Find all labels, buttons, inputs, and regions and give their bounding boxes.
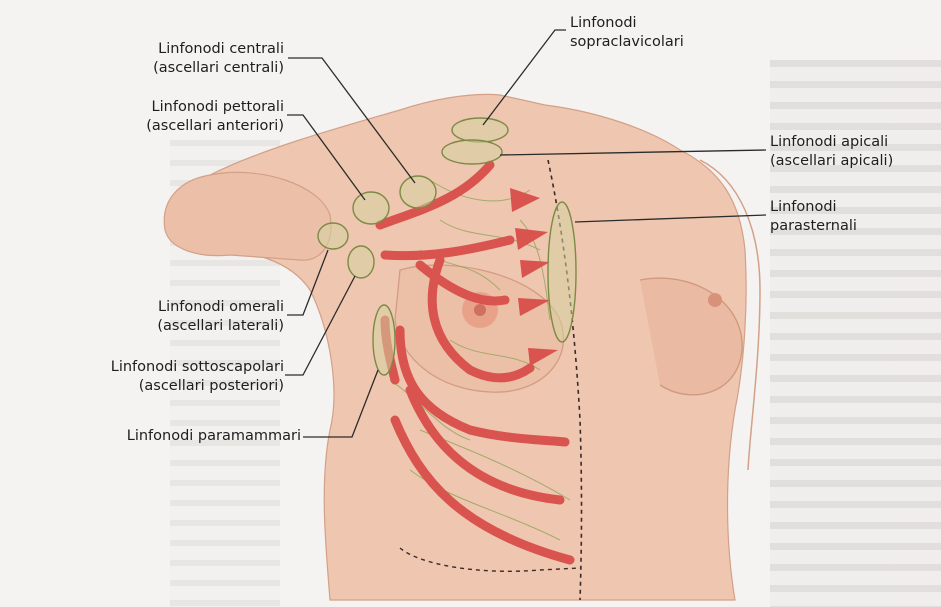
node-sottoscapolari (348, 246, 374, 278)
label-text: Linfonodi apicali (770, 133, 893, 152)
node-sopraclavicolari (452, 118, 508, 142)
label-text: Linfonodi pettorali (146, 98, 284, 117)
label-text: (ascellari anteriori) (146, 117, 284, 136)
label-text: (ascellari centrali) (153, 59, 284, 78)
right-nipple (708, 293, 722, 307)
node-paramammari (373, 305, 395, 375)
label-text: (ascellari posteriori) (111, 377, 284, 396)
node-parasternali (548, 202, 576, 342)
label-text: Linfonodi omerali (157, 298, 284, 317)
label-text: Linfonodi centrali (153, 40, 284, 59)
node-centrali (400, 176, 436, 208)
node-omerali (318, 223, 348, 249)
label-text: parasternali (770, 217, 857, 236)
label-linfonodi-sottoscapolari: Linfonodi sottoscapolari (ascellari post… (111, 358, 284, 396)
label-text: Linfonodi sottoscapolari (111, 358, 284, 377)
label-linfonodi-omerali: Linfonodi omerali (ascellari laterali) (157, 298, 284, 336)
label-linfonodi-sopraclavicolari: Linfonodi sopraclavicolari (570, 14, 684, 52)
label-text: (ascellari apicali) (770, 152, 893, 171)
label-text: Linfonodi (770, 198, 857, 217)
label-text: sopraclavicolari (570, 33, 684, 52)
label-linfonodi-paramammari: Linfonodi paramammari (127, 427, 301, 446)
label-text: Linfonodi (570, 14, 684, 33)
label-linfonodi-apicali: Linfonodi apicali (ascellari apicali) (770, 133, 893, 171)
label-text: Linfonodi paramammari (127, 427, 301, 446)
label-linfonodi-parasternali: Linfonodi parasternali (770, 198, 857, 236)
label-text: (ascellari laterali) (157, 317, 284, 336)
label-linfonodi-centrali: Linfonodi centrali (ascellari centrali) (153, 40, 284, 78)
node-pettorali (353, 192, 389, 224)
left-nipple (474, 304, 486, 316)
node-apicali (442, 140, 502, 164)
label-linfonodi-pettorali: Linfonodi pettorali (ascellari anteriori… (146, 98, 284, 136)
